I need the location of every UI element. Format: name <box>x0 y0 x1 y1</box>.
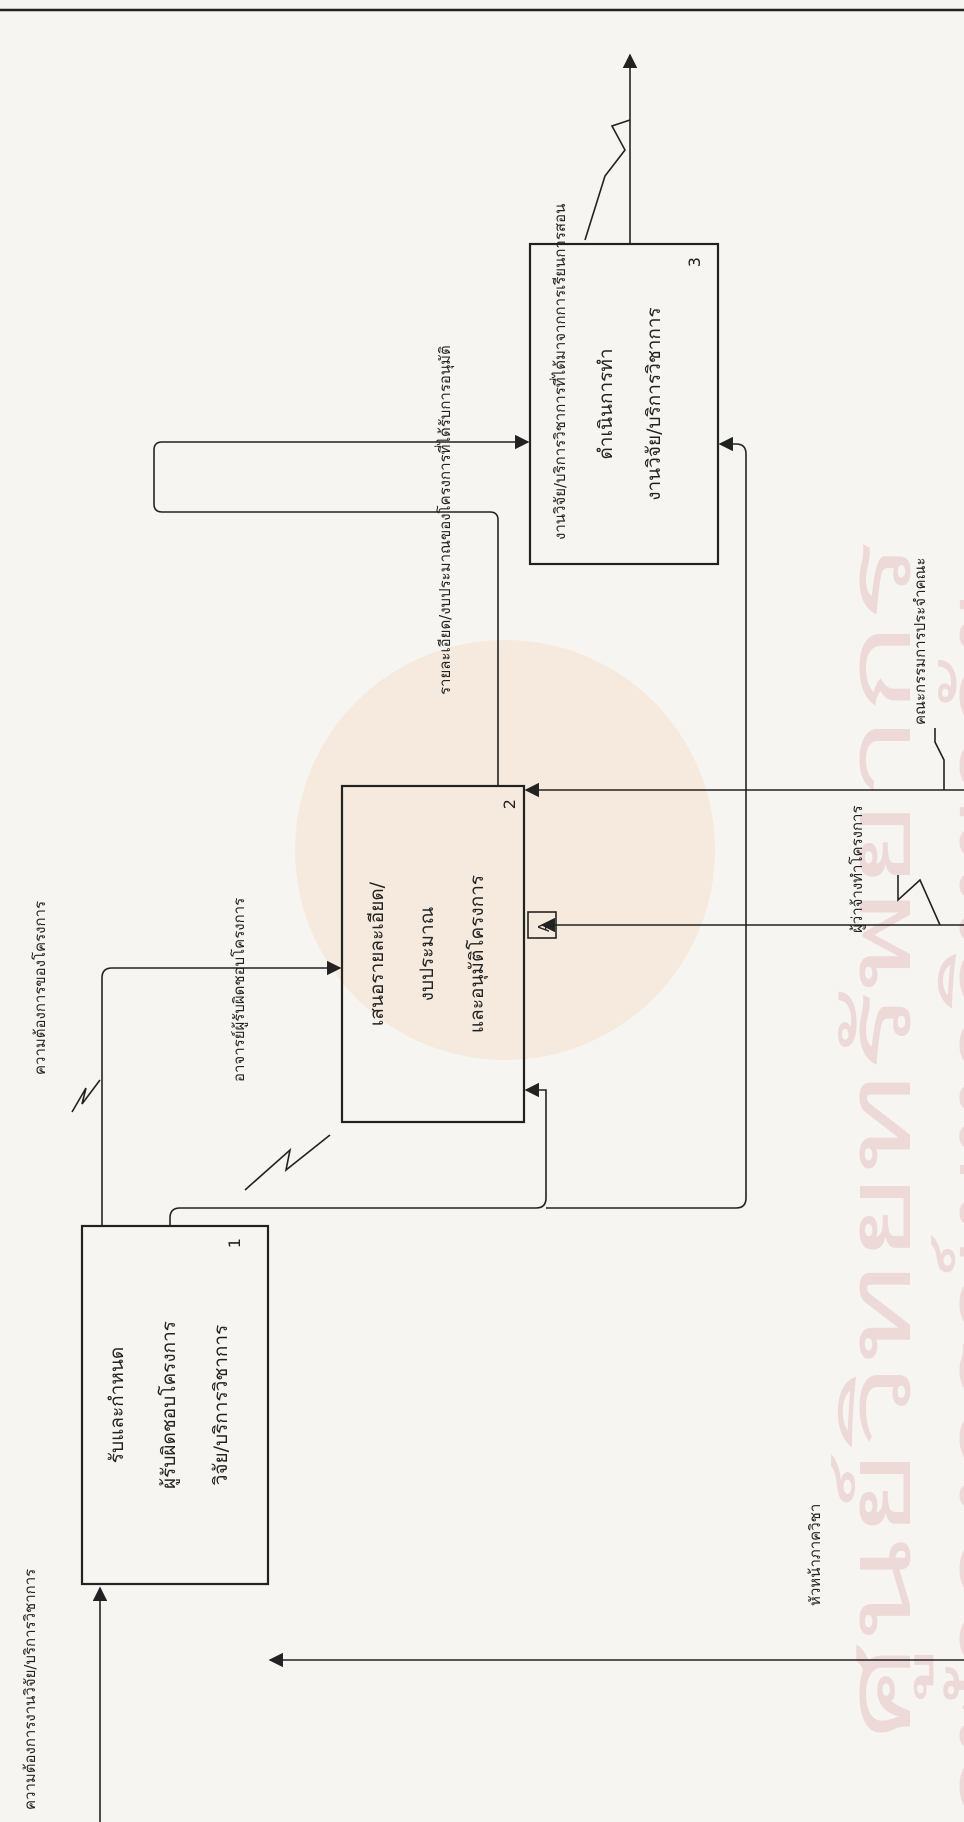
committee-squiggle <box>934 728 945 790</box>
activity-box-3 <box>528 242 720 566</box>
employer-label: ผู้ว่าจ้างทำโครงการ <box>848 805 866 933</box>
box-1-line1: รับและกำหนด <box>106 1347 128 1463</box>
watermark-line1: ศูนย์วิทยทรัพยากร <box>827 540 934 1740</box>
box-2-line2: งบประมาณ <box>416 907 438 1002</box>
teacher-to-box3-arrow <box>546 436 747 1209</box>
approved-detail-label: รายละเอียด/งบประมาณของโครงการที่ได้รับกา… <box>434 345 455 695</box>
box-3-text: ดำเนินการทำ งานวิจัย/บริการวิชาการ <box>595 307 665 501</box>
watermark-line2: จุฬาลงกรณ์มหาวิทยาลัย <box>927 590 964 1820</box>
project-need-squiggle <box>71 1079 101 1113</box>
employer-squiggle <box>897 875 941 926</box>
box-number-1: 1 <box>225 1238 244 1248</box>
box-number-2: 2 <box>500 799 519 809</box>
output-label: งานวิจัย/บริการวิชาการที่ได้มาจากการเรีย… <box>549 204 569 540</box>
box-1-text: รับและกำหนด ผู้รับผิดชอบโครงการ วิจัย/บร… <box>106 1321 232 1489</box>
output-squiggle <box>584 119 631 241</box>
boundary-mark: A <box>535 921 553 932</box>
box-1-line3: วิจัย/บริการวิชาการ <box>210 1325 232 1486</box>
activity-box-2 <box>340 784 526 1124</box>
box-2-line1: เสนอรายละเอียด/ <box>366 881 388 1026</box>
faculty-committee-label: คณะกรรมการประจำคณะ <box>911 557 929 725</box>
box-3-line2: งานวิจัย/บริการวิชาการ <box>643 307 665 501</box>
responsible-teacher-arrow <box>169 1082 547 1226</box>
watermark: ศูนย์วิทยทรัพยากร จุฬาลงกรณ์มหาวิทยาลัย <box>295 540 964 1820</box>
approved-detail-arrow <box>153 434 530 786</box>
project-need-label: ความต้องการของโครงการ <box>31 901 49 1075</box>
box-number-3: 3 <box>685 257 704 267</box>
project-need-arrow <box>101 960 342 1226</box>
responsible-teacher-squiggle <box>244 1134 331 1191</box>
box-2-text: เสนอรายละเอียด/ งบประมาณ และอนุมัติโครงก… <box>366 875 489 1033</box>
seal-emblem <box>295 640 715 1060</box>
box-2-line3: และอนุมัติโครงการ <box>465 875 489 1033</box>
activity-box-1 <box>80 1224 270 1586</box>
box-1-line2: ผู้รับผิดชอบโครงการ <box>157 1321 180 1489</box>
box-3-line1: ดำเนินการทำ <box>595 348 617 459</box>
dept-head-label: หัวหน้าภาควิชา <box>806 1504 824 1606</box>
boundary-mark-box <box>527 911 557 939</box>
input-label: ความต้องการงานวิจัย/บริการวิชาการ <box>21 1569 39 1810</box>
responsible-teacher-label: อาจารย์ผู้รับผิดชอบโครงการ <box>230 898 248 1082</box>
